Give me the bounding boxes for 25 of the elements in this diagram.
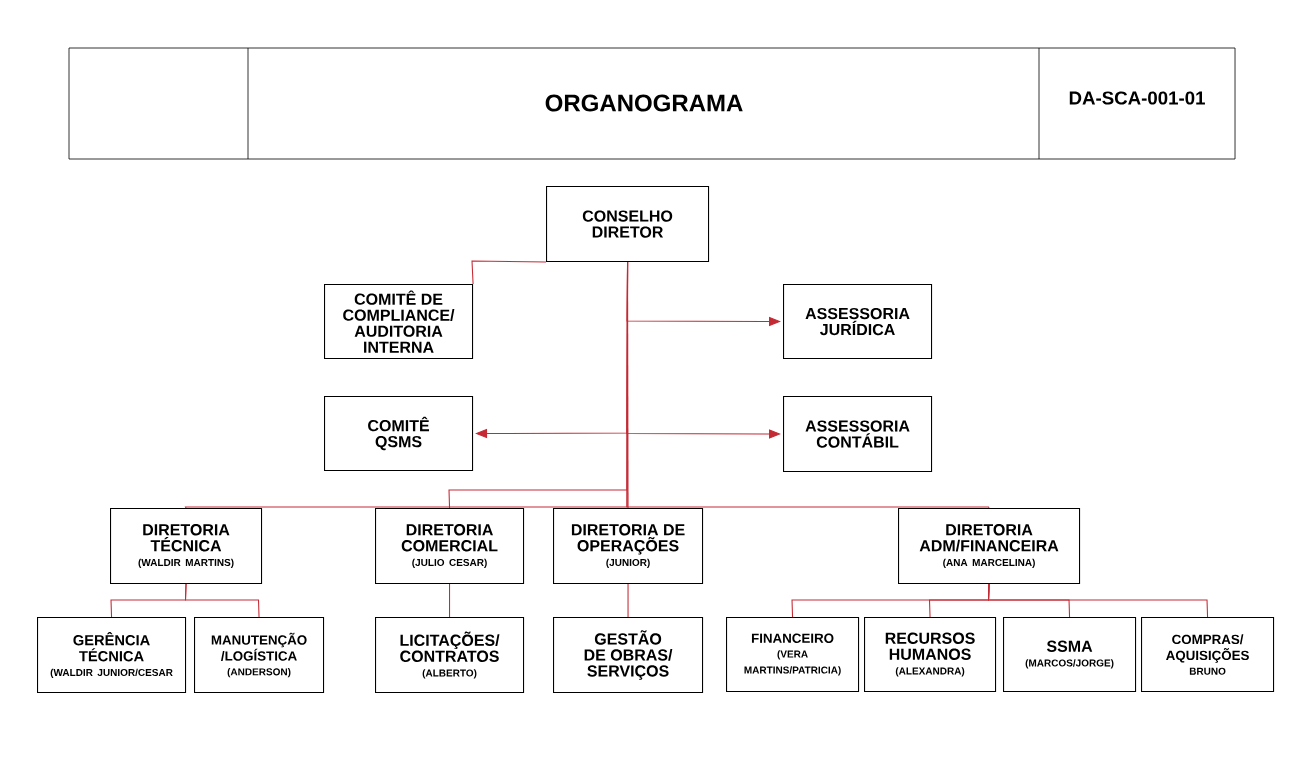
connector — [471, 260, 547, 285]
org-box: COMPRAS/ AQUISIÇÕES BRUNO — [1141, 617, 1275, 693]
document-code: DA-SCA-001-01 — [1069, 91, 1205, 105]
org-box: SSMA (MARCOS/JORGE) — [1003, 617, 1137, 693]
org-box: RECURSOS HUMANOS (ALEXANDRA) — [864, 617, 997, 693]
org-box: MANUTENÇÃO /LOGÍSTICA (ANDERSON) — [194, 617, 325, 694]
org-box: CONSELHO DIRETOR — [546, 186, 710, 263]
org-box: GERÊNCIA TÉCNICA (WALDIR JUNIOR/CESAR — [37, 617, 187, 694]
connector — [449, 583, 451, 618]
org-box: DIRETORIA ADM/FINANCEIRA (ANA MARCELINA) — [898, 508, 1081, 585]
org-box: COMITÊ QSMS — [324, 396, 474, 472]
org-box: DIRETORIA COMERCIAL (JULIO CESAR) — [375, 508, 525, 585]
connector — [626, 261, 990, 509]
connector — [987, 583, 1209, 618]
connector — [184, 583, 260, 618]
org-box: GESTÃO DE OBRAS/ SERVIÇOS — [553, 617, 704, 694]
org-box: LICITAÇÕES/ CONTRATOS (ALBERTO) — [375, 617, 525, 694]
org-box: FINANCEIRO (VERA MARTINS/PATRICIA) — [726, 617, 860, 693]
org-box: DIRETORIA DE OPERAÇÕES (JUNIOR) — [553, 508, 704, 585]
org-box: ASSESSORIA CONTÁBIL — [783, 396, 933, 473]
connector — [627, 583, 629, 618]
org-box: DIRETORIA TÉCNICA (WALDIR MARTINS) — [110, 508, 263, 585]
org-box: ASSESSORIA JURÍDICA — [783, 284, 933, 360]
org-box: COMITÊ DE COMPLIANCE/ AUDITORIA INTERNA — [324, 284, 474, 360]
title: ORGANOGRAMA — [545, 94, 743, 112]
